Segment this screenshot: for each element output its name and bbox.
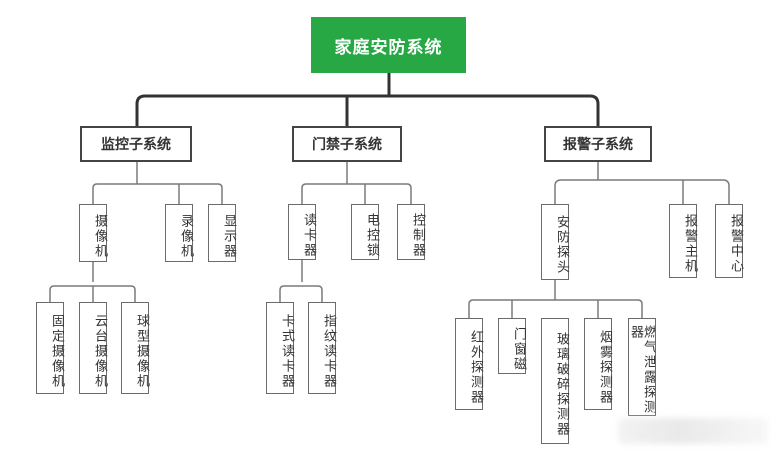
subsystem-access-control: 门禁子系统 bbox=[292, 126, 402, 162]
node-alarm-center: 报警中心 bbox=[715, 204, 743, 278]
node-label: 球型摄像机 bbox=[134, 313, 149, 389]
node-label: 摄像机 bbox=[92, 213, 107, 259]
node-smoke-detector: 烟雾探测器 bbox=[584, 318, 612, 410]
root-connectors bbox=[135, 73, 600, 126]
node-label: 读卡器 bbox=[301, 212, 316, 258]
node-fingerprint-reader: 指纹读卡器 bbox=[308, 302, 336, 394]
node-ptz-camera: 云台摄像机 bbox=[79, 302, 107, 394]
node-alarm-host: 报警主机 bbox=[669, 204, 697, 278]
subsystem-label: 门禁子系统 bbox=[312, 137, 382, 153]
node-card-reader: 读卡器 bbox=[288, 204, 316, 260]
node-label: 控制器 bbox=[410, 212, 425, 258]
node-label: 安防探头 bbox=[554, 215, 569, 275]
watermark-smudge bbox=[618, 418, 768, 444]
node-label: 玻璃破碎探测器 bbox=[554, 331, 569, 437]
root-label: 家庭安防系统 bbox=[334, 37, 443, 58]
subsystem-alarm: 报警子系统 bbox=[544, 126, 652, 162]
node-label: 报警中心 bbox=[728, 214, 743, 274]
node-dome-camera: 球型摄像机 bbox=[121, 302, 149, 394]
node-label: 固定摄像机 bbox=[49, 313, 64, 389]
node-label: 卡式读卡器 bbox=[279, 313, 294, 389]
node-fixed-camera: 固定摄像机 bbox=[36, 302, 64, 394]
node-camera: 摄像机 bbox=[79, 204, 107, 262]
node-label: 红外探测器 bbox=[468, 329, 483, 405]
node-security-probe: 安防探头 bbox=[541, 204, 569, 280]
node-door-window-magnet: 门窗磁 bbox=[498, 318, 526, 374]
node-recorder: 录像机 bbox=[165, 204, 193, 262]
node-controller: 控制器 bbox=[397, 204, 425, 260]
root-node: 家庭安防系统 bbox=[311, 17, 466, 73]
subsystem-monitoring: 监控子系统 bbox=[80, 126, 192, 162]
node-label: 报警主机 bbox=[682, 214, 697, 274]
node-glass-break-detector: 玻璃破碎探测器 bbox=[541, 318, 569, 444]
child-connectors bbox=[49, 162, 730, 318]
node-gas-leak-detector: 燃气泄露探测器 bbox=[628, 318, 656, 416]
node-label: 指纹读卡器 bbox=[321, 313, 336, 389]
node-display: 显示器 bbox=[208, 204, 236, 262]
node-label: 燃气泄露探测器 bbox=[628, 325, 656, 415]
node-card-type-reader: 卡式读卡器 bbox=[266, 302, 294, 394]
node-label: 门窗磁 bbox=[511, 326, 526, 372]
node-label: 电控锁 bbox=[364, 212, 379, 258]
node-infrared-detector: 红外探测器 bbox=[455, 318, 483, 410]
subsystem-label: 报警子系统 bbox=[563, 137, 633, 153]
node-label: 烟雾探测器 bbox=[597, 329, 612, 405]
node-label: 云台摄像机 bbox=[92, 313, 107, 389]
subsystem-label: 监控子系统 bbox=[101, 137, 171, 153]
node-label: 录像机 bbox=[178, 213, 193, 259]
node-electric-lock: 电控锁 bbox=[351, 204, 379, 260]
node-label: 显示器 bbox=[221, 213, 236, 259]
